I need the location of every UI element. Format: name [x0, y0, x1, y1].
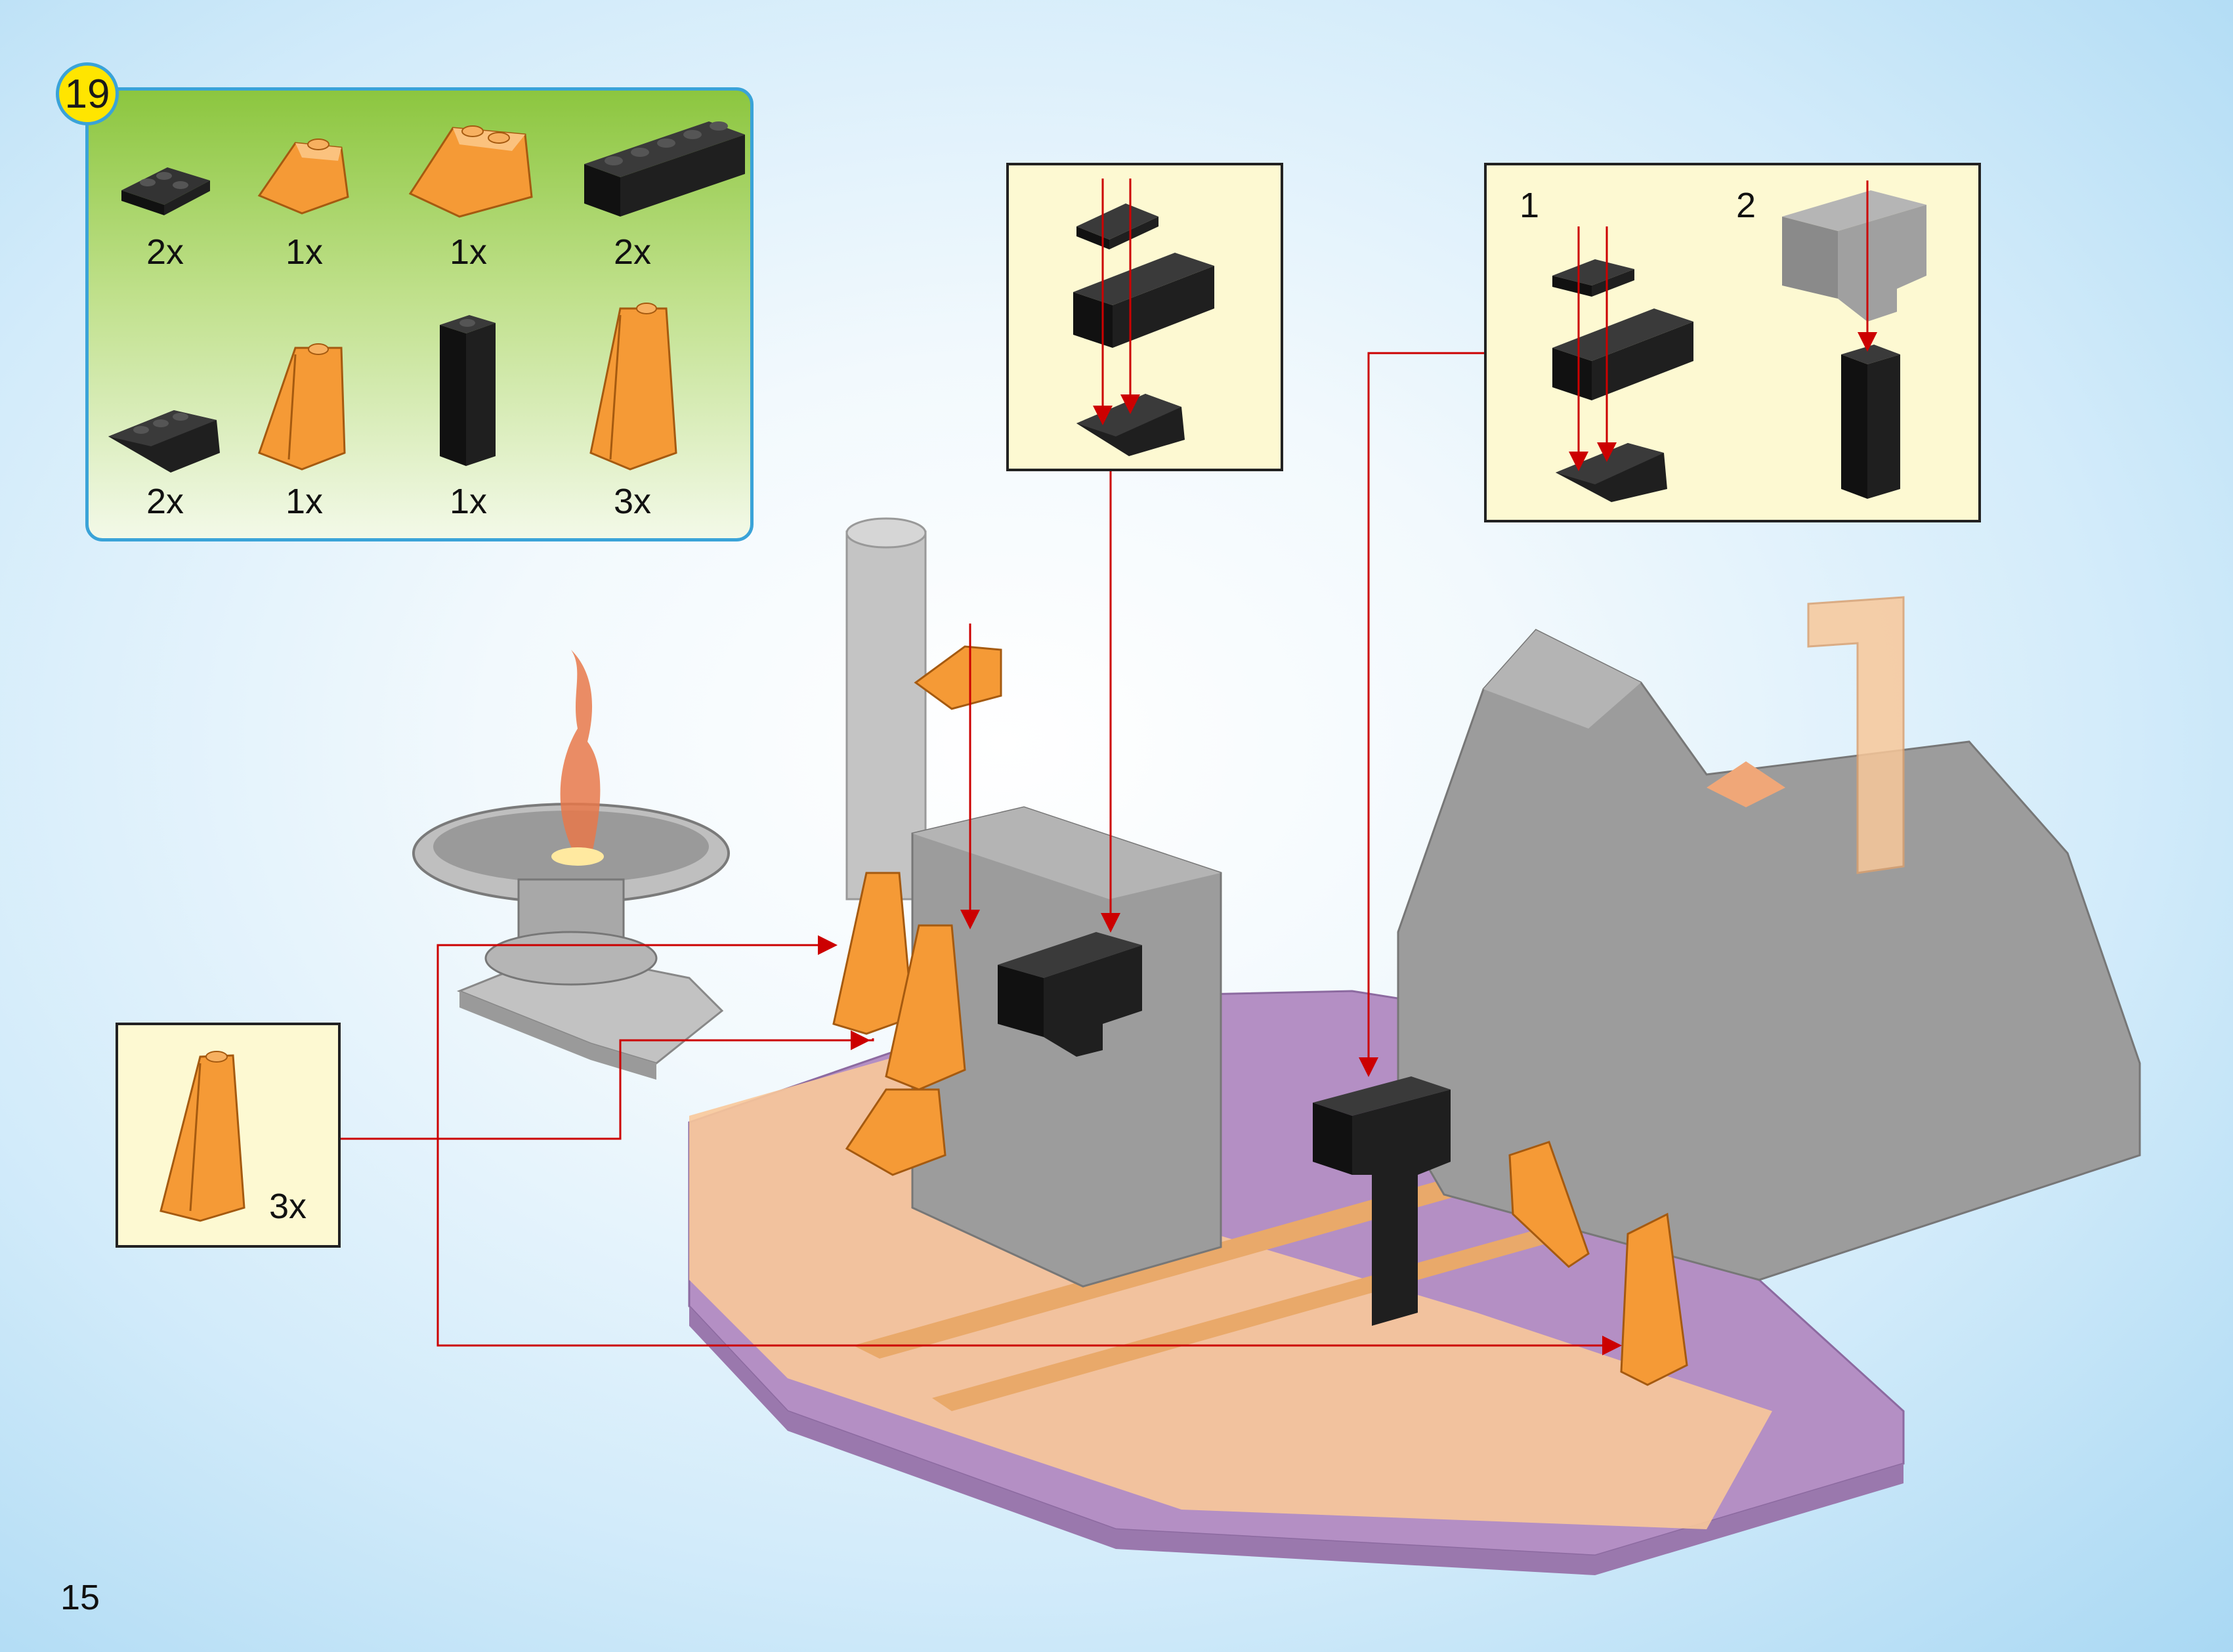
step-number-badge: 19: [56, 62, 119, 125]
subassembly-b-drawing: [1552, 180, 1926, 502]
assembly-guide-lines: [341, 352, 1622, 1355]
part-count: 1x: [286, 232, 324, 272]
part-black-slope-inverted-1x3: [108, 410, 220, 473]
page-number: 15: [60, 1578, 100, 1617]
part-count: 1x: [450, 482, 488, 521]
part-count: 3x: [269, 1187, 307, 1226]
part-count: 1x: [286, 482, 324, 521]
main-model-drawing: [412, 517, 2141, 1575]
part-count: 1x: [450, 232, 488, 272]
substep-label: 1: [1520, 186, 1540, 225]
part-black-plate-1x3: [121, 167, 210, 215]
part-count: 3x: [614, 482, 652, 521]
part-trans-orange-slope-1x2x5: [589, 303, 677, 471]
callout-slope-drawing: [160, 1051, 245, 1222]
part-count: 2x: [146, 482, 184, 521]
subassembly-a-drawing: [1073, 179, 1214, 456]
part-count: 2x: [146, 232, 184, 272]
part-trans-orange-slope-1x2: [257, 138, 349, 215]
part-black-brick-1x1x5: [440, 315, 496, 466]
part-count: 2x: [614, 232, 652, 272]
part-black-brick-1x6: [584, 121, 745, 217]
part-trans-orange-slope-1x2x3: [258, 343, 346, 471]
substep-label: 2: [1736, 186, 1756, 225]
part-trans-orange-slope-2x2: [408, 125, 533, 218]
